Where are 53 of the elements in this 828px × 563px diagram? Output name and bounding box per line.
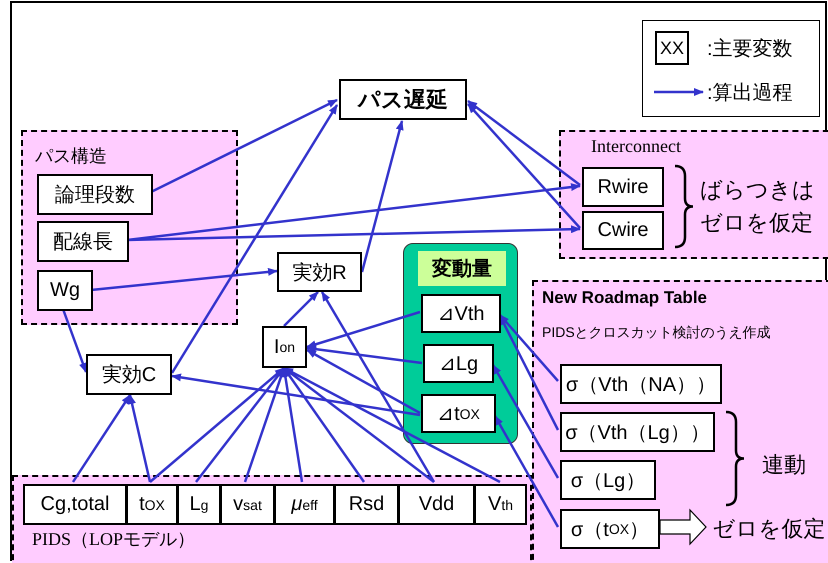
arrow	[62, 308, 88, 373]
table-cell: Vdd	[398, 484, 475, 525]
group-title: PIDS（LOPモデル）	[32, 528, 196, 551]
arrow	[150, 98, 338, 194]
variable-box: 配線長	[37, 221, 129, 262]
arrow	[499, 314, 559, 382]
arrow	[467, 103, 581, 229]
arrow	[90, 268, 278, 292]
group-title: Interconnect	[591, 136, 681, 157]
arrow	[72, 394, 132, 483]
sample-box: XX	[655, 31, 689, 65]
group-panel	[21, 130, 238, 325]
legend-text: :算出過程	[707, 81, 793, 106]
block-arrow	[659, 508, 707, 546]
variable-box: σ（Vth（Lg））	[560, 412, 715, 452]
arrow	[360, 120, 404, 272]
group-title: New Roadmap Table	[542, 288, 707, 308]
group-title: パス構造	[35, 145, 107, 168]
group-panel	[532, 280, 828, 563]
group-card	[403, 243, 518, 444]
note-text: ゼロを仮定	[710, 514, 828, 544]
arrow	[283, 291, 319, 327]
variable-box: 論理段数	[37, 174, 153, 215]
arrow	[149, 367, 285, 483]
arrow	[170, 104, 338, 374]
note-text: ばらつきはゼロを仮定	[700, 176, 816, 237]
legend-text: :主要変数	[707, 37, 793, 62]
variable-box: σ（Lg）	[560, 460, 656, 500]
variable-box: σ（Vth（NA））	[560, 364, 722, 404]
arrow	[126, 225, 581, 242]
arrow	[306, 348, 421, 414]
arrow	[320, 291, 436, 483]
arrow	[494, 415, 560, 528]
result-box: パス遅延	[339, 79, 467, 120]
group-panel	[12, 475, 532, 563]
arrow	[467, 100, 581, 186]
group-title: 変動量	[418, 251, 506, 286]
table-cell: Cg,total	[23, 484, 127, 525]
variable-box: 実効C	[86, 354, 172, 395]
group-subtitle: PIDSとクロスカット検討のうえ作成	[542, 324, 771, 342]
table-cell: Rsd	[334, 484, 399, 525]
variable-box: ⊿Lg	[423, 344, 494, 383]
arrow	[283, 366, 501, 484]
note-text: 連動	[762, 451, 806, 479]
arrow	[171, 373, 420, 416]
variable-box: 実効R	[277, 252, 362, 292]
group-panel	[559, 130, 828, 259]
variable-box: ⊿Vth	[421, 294, 501, 333]
variable-box: Wg	[37, 270, 93, 311]
variable-box: Rwire	[582, 167, 664, 207]
variable-box: Cwire	[582, 211, 664, 250]
arrow	[492, 364, 560, 479]
arrow	[128, 394, 152, 482]
